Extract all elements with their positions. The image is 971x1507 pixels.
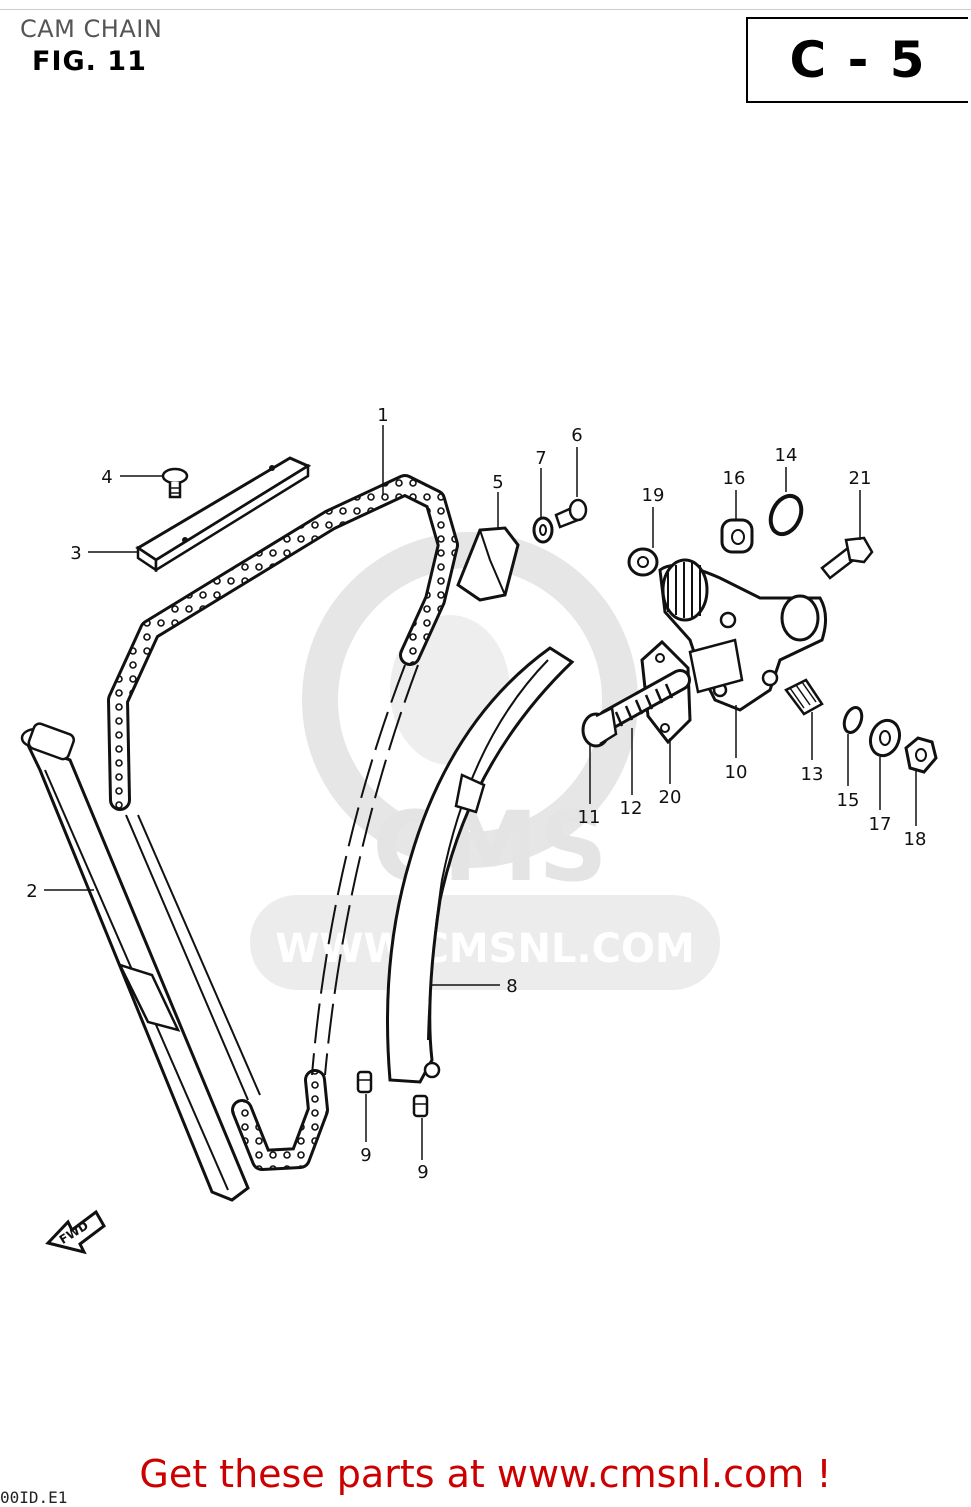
washer-icon (532, 516, 554, 544)
cam-chain (107, 474, 459, 1171)
small-bolt-icon (356, 1070, 373, 1094)
section-code-box: C - 5 (746, 17, 968, 103)
callout-6: 6 (571, 425, 582, 446)
callout-20: 20 (659, 787, 682, 808)
plunger-icon (581, 706, 618, 748)
nut-icon (904, 736, 938, 774)
top-rule (0, 9, 971, 10)
callout-4: 4 (101, 467, 112, 488)
nut-icon (627, 547, 659, 577)
callout-15: 15 (837, 790, 860, 811)
callout-16: 16 (723, 468, 746, 489)
figure-label: FIG. 11 (32, 46, 147, 77)
corner-code: 00ID.E1 (0, 1488, 68, 1507)
callout-1: 1 (377, 405, 388, 426)
callout-9b: 9 (417, 1162, 428, 1183)
leader-lines (44, 425, 917, 1160)
page-title: CAM CHAIN (20, 15, 163, 43)
callout-11: 11 (578, 807, 601, 828)
spring-icon (597, 669, 691, 731)
promo-link[interactable]: Get these parts at www.cmsnl.com ! (139, 1452, 832, 1496)
section-code: C - 5 (789, 31, 927, 89)
rear-chain-guide (20, 722, 250, 1202)
bolt-icon (820, 536, 874, 580)
callout-19: 19 (642, 485, 665, 506)
screw-icon (161, 467, 189, 499)
chain-guide-plate (135, 456, 312, 573)
callout-21: 21 (849, 468, 872, 489)
callout-2: 2 (26, 881, 37, 902)
o-ring-icon (768, 493, 804, 537)
spacer-icon (720, 518, 754, 554)
callout-13: 13 (801, 764, 824, 785)
callout-18: 18 (904, 829, 927, 850)
ring-icon (842, 705, 864, 735)
washer-icon (868, 718, 902, 758)
callout-14: 14 (775, 445, 798, 466)
callout-12: 12 (620, 798, 643, 819)
callout-3: 3 (70, 543, 81, 564)
callout-labels: 1 2 3 4 5 6 7 8 9 9 10 11 12 13 14 15 16… (26, 405, 926, 1183)
chain-damper-block (456, 526, 520, 602)
bolt-icon (554, 498, 588, 529)
adjuster-screw-icon (784, 678, 824, 716)
callout-8: 8 (506, 976, 517, 997)
callout-5: 5 (492, 472, 503, 493)
callout-17: 17 (869, 814, 892, 835)
callout-9a: 9 (360, 1145, 371, 1166)
callout-10: 10 (725, 762, 748, 783)
forward-direction-arrow: FWD (45, 1209, 106, 1255)
small-bolt-icon (412, 1094, 429, 1118)
tensioner-body (658, 558, 827, 712)
callout-7: 7 (535, 448, 546, 469)
